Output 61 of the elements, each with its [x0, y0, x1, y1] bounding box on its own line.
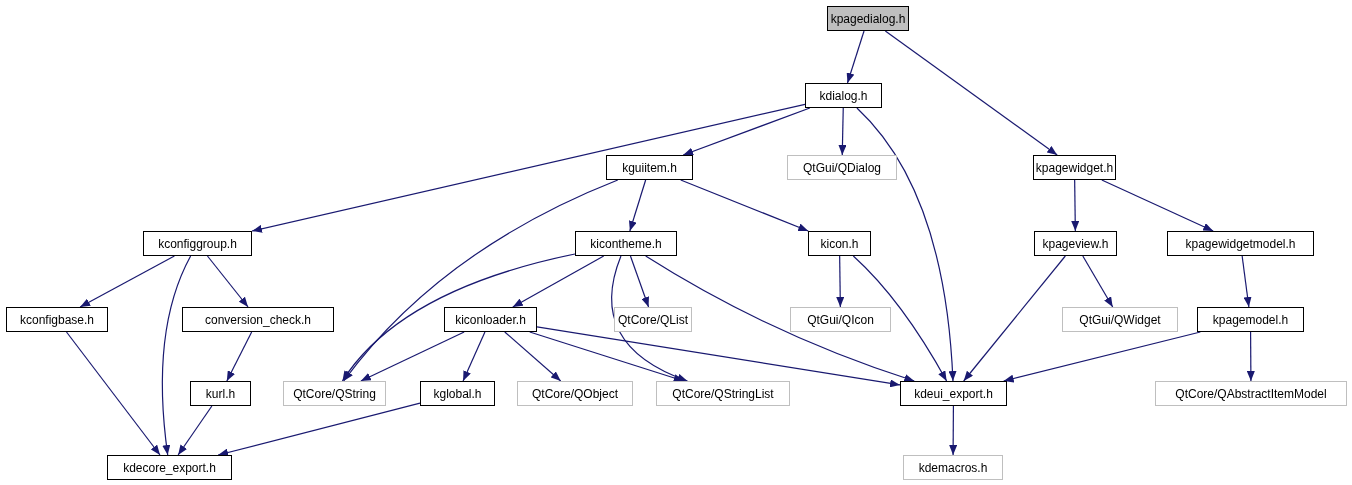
arrow: [536, 326, 901, 388]
arrow: [856, 107, 957, 382]
file-node: kdemacros.h: [903, 455, 1003, 480]
file-node: kpageview.h: [1034, 231, 1117, 256]
arrow: [226, 331, 253, 382]
arrow: [1003, 331, 1201, 383]
arrow: [177, 405, 213, 456]
arrow: [838, 107, 847, 156]
file-node: kconfiggroup.h: [143, 231, 252, 256]
file-node: QtCore/QStringList: [656, 381, 790, 406]
arrow: [217, 402, 421, 457]
file-node: kglobal.h: [420, 381, 495, 406]
file-node: QtGui/QDialog: [787, 155, 897, 180]
file-node: conversion_check.h: [182, 307, 334, 332]
file-node: kpagemodel.h: [1197, 307, 1304, 332]
arrow: [629, 255, 650, 308]
file-node: kpagewidget.h: [1033, 155, 1116, 180]
file-node: kdialog.h: [805, 83, 882, 108]
arrow: [161, 255, 192, 456]
file-node: kguiitem.h: [606, 155, 693, 180]
arrow: [79, 255, 175, 308]
arrow: [1246, 331, 1255, 382]
file-node: kpagewidgetmodel.h: [1167, 231, 1314, 256]
file-node: QtGui/QWidget: [1062, 307, 1178, 332]
arrow: [65, 331, 161, 456]
arrow: [611, 255, 689, 382]
arrow: [846, 30, 865, 84]
file-node: kdeui_export.h: [900, 381, 1007, 406]
arrow: [360, 331, 465, 382]
file-node: kpagedialog.h: [827, 6, 909, 31]
arrow: [1082, 255, 1114, 308]
arrow: [504, 331, 562, 382]
arrow: [963, 255, 1066, 382]
file-node: kurl.h: [190, 381, 251, 406]
arrow: [645, 255, 915, 382]
arrow: [1101, 179, 1214, 232]
file-node: QtCore/QObject: [517, 381, 633, 406]
file-node: QtCore/QList: [614, 307, 692, 332]
arrow: [852, 255, 948, 382]
arrow: [836, 255, 845, 308]
file-node: QtCore/QString: [283, 381, 386, 406]
file-node: kdecore_export.h: [107, 455, 232, 480]
file-node: QtGui/QIcon: [790, 307, 891, 332]
arrow: [949, 405, 958, 456]
arrow: [206, 255, 249, 308]
arrow: [512, 255, 605, 308]
file-node: kicon.h: [808, 231, 871, 256]
arrow: [341, 253, 576, 382]
arrow: [629, 179, 647, 232]
file-node: kiconloader.h: [444, 307, 537, 332]
arrow: [462, 331, 486, 382]
file-node: QtCore/QAbstractItemModel: [1155, 381, 1347, 406]
arrow: [1241, 255, 1252, 308]
arrow: [1071, 179, 1080, 232]
arrow: [884, 30, 1058, 156]
arrow: [680, 179, 809, 232]
file-node: kicontheme.h: [575, 231, 677, 256]
arrow: [682, 107, 811, 156]
arrow: [251, 103, 806, 233]
arrow: [343, 179, 619, 382]
file-node: kconfigbase.h: [6, 307, 108, 332]
